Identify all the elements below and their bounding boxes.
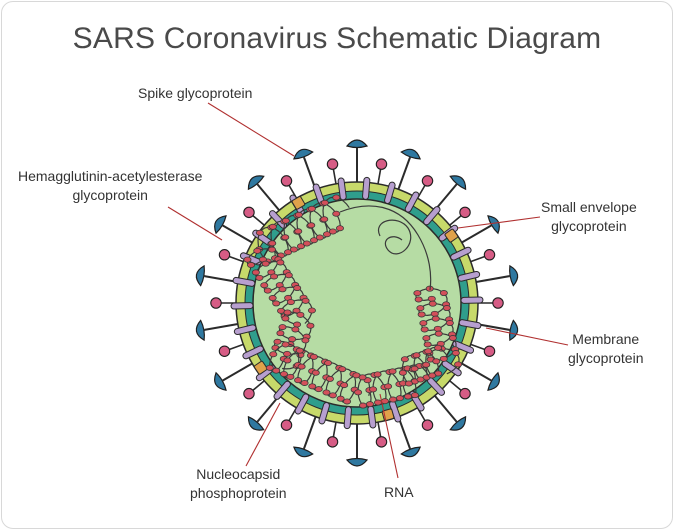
he-glycoprotein xyxy=(467,342,496,357)
small-envelope-protein xyxy=(444,228,459,243)
label-membrane-glycoprotein: Membrane glycoprotein xyxy=(568,331,644,366)
he-glycoprotein xyxy=(326,158,339,187)
membrane-glycoprotein xyxy=(242,345,264,360)
leader-envelope xyxy=(457,216,541,229)
membrane-glycoprotein xyxy=(460,296,484,304)
he-glycoprotein xyxy=(326,419,339,448)
membrane-glycoprotein xyxy=(362,176,371,200)
leader-membrane xyxy=(485,327,569,346)
membrane-glycoprotein xyxy=(450,246,472,261)
membrane-glycoprotein xyxy=(384,181,396,204)
spike-glycoprotein xyxy=(396,413,421,458)
he-glycoprotein xyxy=(475,297,504,309)
label-nucleocapsid-phosphoprotein: Nucleocapsid phosphoprotein xyxy=(190,466,287,501)
spike-glycoprotein xyxy=(458,361,500,391)
he-glycoprotein xyxy=(467,249,496,264)
he-glycoprotein xyxy=(446,206,471,228)
spike-glycoprotein xyxy=(345,421,369,467)
he-glycoprotein xyxy=(375,158,388,187)
spike-glycoprotein xyxy=(458,215,500,245)
membrane-glycoprotein xyxy=(273,380,291,400)
membrane-glycoprotein xyxy=(441,360,462,377)
label-small-envelope-glycoprotein: Small envelope glycoprotein xyxy=(541,199,637,234)
he-glycoprotein xyxy=(218,342,247,357)
membrane-glycoprotein xyxy=(233,324,257,336)
leader-nucleocapsid xyxy=(245,402,281,467)
small-envelope-protein xyxy=(253,360,268,375)
rna-coil xyxy=(265,341,372,405)
he-glycoprotein xyxy=(375,419,388,448)
rna-coil xyxy=(398,344,449,387)
spike-glycoproteins xyxy=(195,139,519,467)
membrane-glycoprotein xyxy=(343,406,352,430)
spike-glycoprotein xyxy=(432,392,467,431)
membrane-glycoprotein xyxy=(458,319,482,330)
membrane-glycoprotein xyxy=(318,402,330,425)
spike-glycoprotein xyxy=(195,264,241,287)
label-hemagglutinin-acetylesterase: Hemagglutinin-acetylesterase glycoprotei… xyxy=(18,168,203,203)
spike-glycoprotein xyxy=(214,215,256,245)
membrane-glycoprotein xyxy=(230,302,254,310)
leader-rna xyxy=(379,393,399,479)
spike-glycoprotein xyxy=(345,139,369,185)
spike-glycoprotein xyxy=(214,361,256,391)
leader-he xyxy=(167,206,223,241)
small-envelope-proteins xyxy=(253,196,459,422)
label-leader-lines xyxy=(167,102,569,479)
membrane-glycoprotein xyxy=(337,177,347,201)
diagram-title: SARS Coronavirus Schematic Diagram xyxy=(72,22,602,55)
rna-coil xyxy=(413,285,463,375)
viral-core xyxy=(252,198,462,408)
small-envelope-protein xyxy=(291,196,306,210)
membrane-glycoprotein xyxy=(423,206,441,226)
membrane-glycoprotein xyxy=(457,270,481,282)
membrane-glycoprotein xyxy=(452,340,475,354)
membrane-glycoprotein xyxy=(294,393,310,415)
rna-strand-loop xyxy=(377,219,412,255)
spike-glycoprotein xyxy=(473,264,519,287)
hemagglutinin-acetylesterase-proteins xyxy=(210,158,504,448)
leader-spike xyxy=(207,102,295,157)
rna-strand xyxy=(339,205,432,291)
he-glycoprotein xyxy=(243,206,268,228)
membrane-glycoprotein xyxy=(232,276,256,287)
membrane-glycoprotein xyxy=(404,191,420,213)
spike-glycoprotein xyxy=(396,148,421,193)
spike-glycoprotein xyxy=(293,413,318,458)
label-spike-glycoprotein: Spike glycoprotein xyxy=(138,85,253,101)
rna-nucleocapsid-coils xyxy=(243,194,463,409)
label-rna: RNA xyxy=(384,484,414,500)
he-glycoprotein xyxy=(280,175,299,202)
he-glycoprotein xyxy=(243,378,268,400)
spike-glycoprotein xyxy=(195,319,241,342)
he-glycoprotein xyxy=(446,378,471,400)
spike-glycoprotein xyxy=(247,175,282,214)
